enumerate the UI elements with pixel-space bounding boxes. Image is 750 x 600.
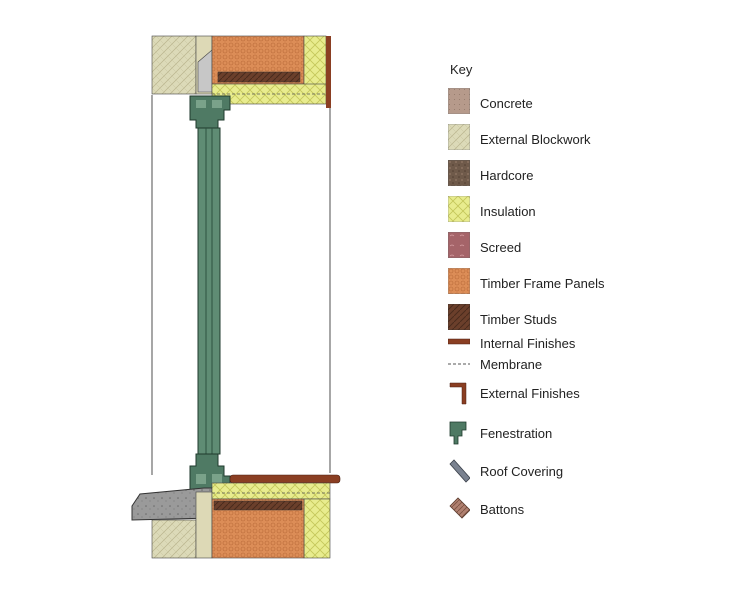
key-item-roof-covering: Roof Covering (446, 458, 706, 488)
key-label-battons: Battons (480, 502, 525, 517)
key-item-timber-studs: Timber Studs (446, 304, 706, 334)
roof-covering-swatch-icon (449, 459, 470, 483)
key-label-fenestration: Fenestration (480, 426, 553, 441)
key-item-insulation: Insulation (446, 196, 706, 226)
wall-section-drawing (131, 35, 341, 559)
window-fenestration (189, 95, 231, 493)
external-finish-swatch-icon (449, 382, 467, 405)
key-item-external-blockwork: External Blockwork (446, 124, 706, 154)
key-item-membrane: Membrane (446, 357, 706, 387)
key-item-timber-frame-panels: Timber Frame Panels (446, 268, 706, 298)
key-label-insulation: Insulation (480, 204, 536, 219)
blockwork-swatch-icon (448, 124, 470, 150)
top-wall-section (151, 35, 331, 108)
key-label-timber-studs: Timber Studs (480, 312, 557, 327)
key-label-membrane: Membrane (480, 357, 543, 372)
key-item-concrete: Concrete (446, 88, 706, 118)
concrete-swatch-icon (448, 88, 470, 114)
key-item-internal-finishes: Internal Finishes (446, 336, 706, 366)
timber-stud-swatch-icon (448, 304, 470, 330)
timber-panel-swatch-icon (448, 268, 470, 294)
key-item-external-finishes: External Finishes (446, 380, 706, 410)
key-label-internal-finishes: Internal Finishes (480, 336, 576, 351)
key-item-hardcore: Hardcore (446, 160, 706, 190)
key-item-fenestration: Fenestration (446, 420, 706, 450)
membrane-swatch-icon (448, 363, 470, 365)
frame-outline (151, 95, 331, 475)
internal-finish-swatch-icon (448, 338, 470, 345)
fenestration-swatch-icon (449, 421, 467, 445)
key-label-screed: Screed (480, 240, 522, 255)
insulation-swatch-icon (448, 196, 470, 222)
key-label-hardcore: Hardcore (480, 168, 534, 183)
key-item-screed: Screed (446, 232, 706, 262)
key-label-timber-frame-panels: Timber Frame Panels (480, 276, 605, 291)
key-title: Key (450, 62, 473, 77)
key-label-roof-covering: Roof Covering (480, 464, 564, 479)
key-label-external-blockwork: External Blockwork (480, 132, 591, 147)
key-label-external-finishes: External Finishes (480, 386, 580, 401)
batton-swatch-icon (449, 497, 470, 519)
screed-swatch-icon (448, 232, 470, 258)
key-item-battons: Battons (446, 496, 706, 526)
bottom-wall-section (131, 474, 341, 559)
key-label-concrete: Concrete (480, 96, 533, 111)
hardcore-swatch-icon (448, 160, 470, 186)
